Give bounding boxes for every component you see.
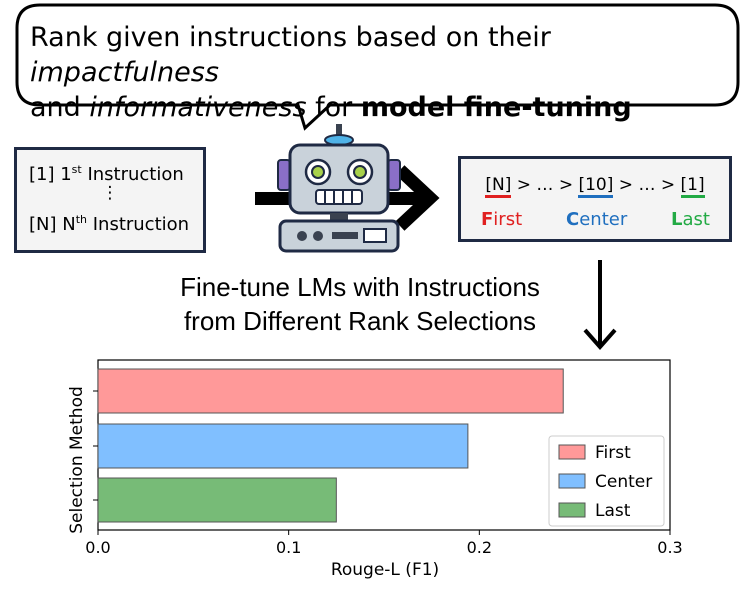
ranking-order: [N] > … > [10] > … > [1] [461, 175, 729, 198]
legend-swatch-first [558, 444, 586, 460]
label-last-initial: L [671, 209, 683, 230]
bubble-for: for [306, 92, 361, 123]
robot-icon [255, 124, 440, 253]
legend-swatch-last [558, 502, 586, 518]
label-last: Last [671, 209, 710, 230]
ranking-box: [N] > … > [10] > … > [1] First Center La… [458, 156, 732, 242]
bubble-text: Rank given instructions based on their i… [30, 20, 730, 125]
instruction-first: [1] 1st Instruction [29, 164, 184, 185]
down-arrow-icon [583, 260, 617, 351]
chart-xlabel: Rouge-L (F1) [331, 560, 439, 580]
bar-last [97, 477, 337, 523]
fine-tune-caption: Fine-tune LMs with Instructions from Dif… [150, 270, 570, 338]
rank-sep-1: > … > [511, 175, 579, 195]
instruction-last: [N] Nth Instruction [29, 214, 189, 235]
instruction-ellipsis: ⋮ [101, 183, 119, 203]
legend-label-center: Center [595, 472, 652, 492]
xtick-label-1: 0.1 [276, 538, 301, 557]
bubble-informativeness: informativeness [89, 92, 307, 123]
label-center-initial: C [566, 209, 580, 230]
xtick-label-2: 0.2 [467, 538, 492, 557]
bar-center [97, 423, 469, 469]
instruction-last-sup: th [75, 213, 87, 226]
rank-ten: [10] [578, 175, 614, 198]
label-first: First [481, 209, 522, 230]
label-center: Center [566, 209, 627, 230]
legend-label-first: First [595, 443, 631, 463]
legend-swatch-center [558, 473, 586, 489]
bubble-prefix: Rank given instructions based on their [30, 22, 551, 53]
instruction-last-prefix: [N] N [29, 214, 76, 235]
caption-line-2: from Different Rank Selections [183, 306, 537, 336]
instruction-first-sup: st [71, 163, 82, 176]
xtick-label-3: 0.3 [657, 538, 682, 557]
bubble-model-fine-tuning: model fine-tuning [360, 92, 632, 123]
instruction-list-box: [1] 1st Instruction ⋮ [N] Nth Instructio… [14, 147, 206, 253]
bubble-impactfulness: impactfulness [30, 57, 219, 88]
bubble-and: and [30, 92, 90, 123]
caption-line-1: Fine-tune LMs with Instructions [180, 272, 540, 302]
label-last-rest: ast [682, 209, 710, 230]
label-center-rest: enter [579, 209, 628, 230]
label-first-initial: F [481, 209, 494, 230]
bar-first [97, 368, 564, 414]
speech-bubble [15, 3, 740, 131]
instruction-first-prefix: [1] 1 [29, 164, 72, 185]
chart-ylabel: Selection Method [67, 386, 87, 534]
rank-one: [1] [680, 175, 705, 198]
instruction-first-suffix: Instruction [81, 164, 184, 185]
label-first-rest: irst [493, 209, 523, 230]
instruction-last-suffix: Instruction [87, 214, 190, 235]
legend-label-last: Last [595, 501, 631, 521]
rank-n: [N] [485, 175, 512, 198]
xtick-label-0: 0.0 [85, 538, 110, 557]
rank-sep-2: > … > [613, 175, 681, 195]
